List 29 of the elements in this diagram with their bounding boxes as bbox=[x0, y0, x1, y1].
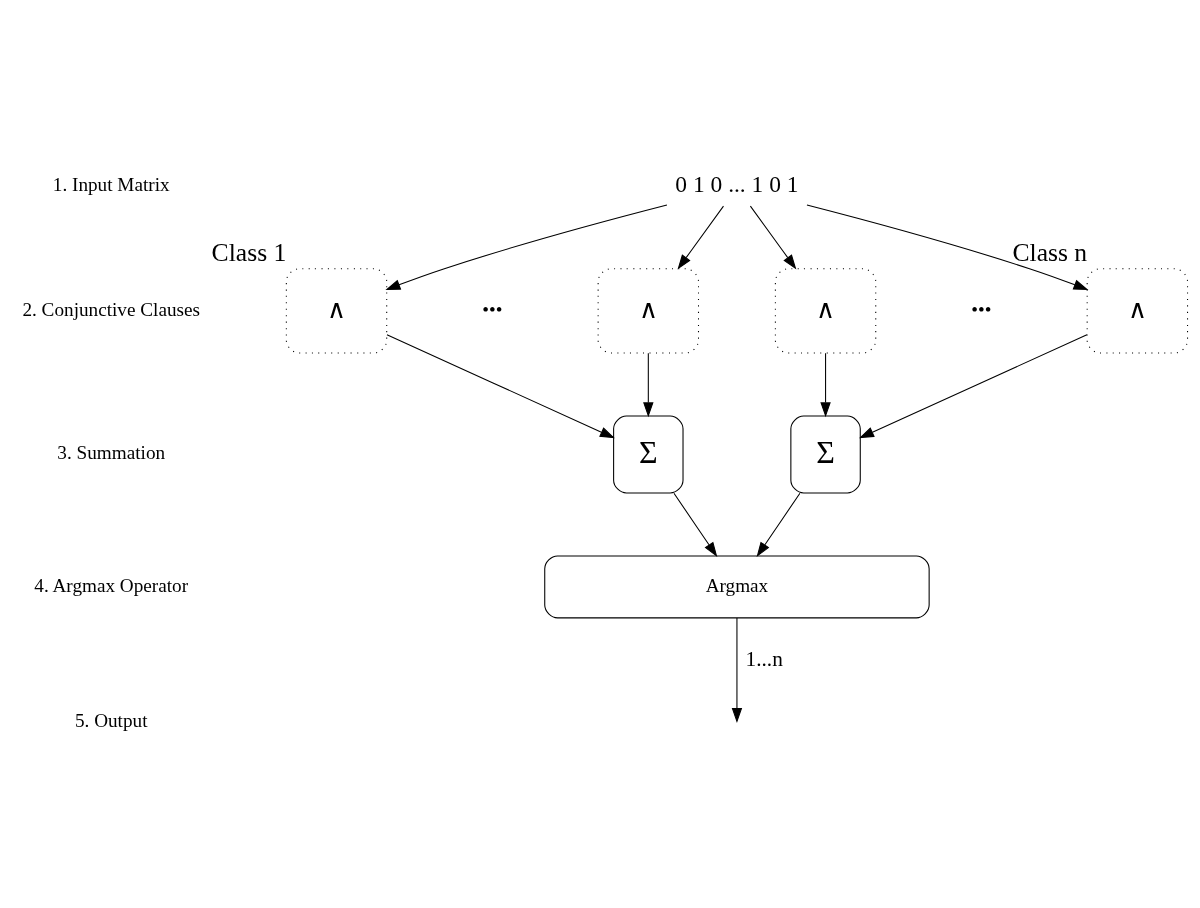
arrow bbox=[643, 352, 654, 417]
arrow bbox=[820, 352, 831, 417]
node-box: ∧ bbox=[774, 267, 877, 354]
node-box: Argmax bbox=[544, 554, 930, 618]
label: ••• bbox=[971, 298, 992, 320]
label: 4. Argmax Operator bbox=[34, 574, 189, 596]
node-box: ∧ bbox=[1086, 267, 1189, 354]
node-text: 0 1 0 ... 1 0 1 bbox=[675, 170, 799, 197]
node-box: ∧ bbox=[285, 267, 388, 354]
arrow bbox=[749, 205, 797, 270]
label: 2. Conjunctive Clauses bbox=[22, 298, 201, 320]
arrow bbox=[731, 616, 743, 723]
label: 5. Output bbox=[74, 709, 148, 731]
label: 1. Input Matrix bbox=[52, 173, 170, 195]
label: ••• bbox=[482, 298, 503, 320]
arrow bbox=[859, 333, 1088, 438]
arrow bbox=[386, 333, 615, 438]
node-box: Σ bbox=[613, 415, 684, 493]
arrow bbox=[677, 205, 724, 270]
node-box: ∧ bbox=[597, 267, 700, 354]
node-label: Class n bbox=[1012, 237, 1088, 267]
edge-label: 1...n bbox=[745, 646, 783, 671]
arrow bbox=[673, 492, 718, 557]
node-label: Class 1 bbox=[211, 237, 287, 267]
node-box: Σ bbox=[790, 415, 861, 493]
arrow bbox=[756, 492, 801, 557]
arrow bbox=[806, 203, 1089, 290]
label: 3. Summation bbox=[57, 441, 166, 463]
arrow bbox=[385, 203, 668, 290]
